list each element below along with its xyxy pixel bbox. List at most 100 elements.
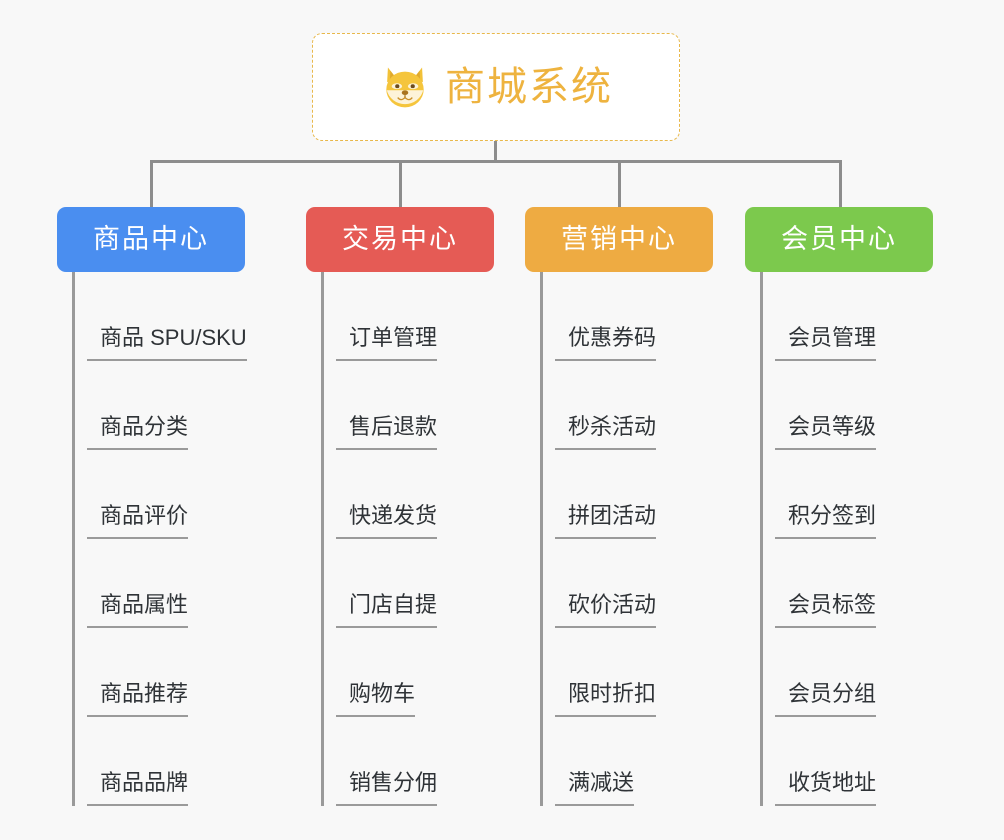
branch-column: 交易中心订单管理售后退款快递发货门店自提购物车销售分佣	[306, 207, 494, 806]
leaf-item[interactable]: 优惠券码	[540, 272, 713, 361]
leaf-item-label: 售后退款	[349, 414, 438, 439]
leaf-item-label: 收货地址	[788, 770, 877, 795]
leaf-item[interactable]: 会员管理	[760, 272, 933, 361]
leaf-list: 订单管理售后退款快递发货门店自提购物车销售分佣	[306, 272, 494, 806]
leaf-item[interactable]: 销售分佣	[321, 717, 494, 806]
leaf-item-label: 满减送	[568, 770, 635, 795]
leaf-item[interactable]: 积分签到	[760, 450, 933, 539]
category-box[interactable]: 商品中心	[57, 207, 245, 272]
leaf-item-label: 销售分佣	[349, 770, 438, 795]
leaf-underline	[336, 448, 437, 450]
leaf-underline	[87, 715, 188, 717]
connector-drop-3	[618, 160, 621, 208]
branch-column: 会员中心会员管理会员等级积分签到会员标签会员分组收货地址	[745, 207, 933, 806]
leaf-item-label: 订单管理	[349, 325, 438, 350]
leaf-underline	[336, 715, 415, 717]
leaf-underline	[555, 626, 656, 628]
root-title: 商城系统	[445, 65, 613, 109]
leaf-underline	[87, 537, 188, 539]
leaf-item-label: 会员管理	[788, 325, 877, 350]
leaf-underline	[775, 537, 876, 539]
connector-drop-2	[399, 160, 402, 208]
leaf-item-label: 商品推荐	[100, 681, 189, 706]
leaf-item[interactable]: 商品 SPU/SKU	[72, 272, 247, 361]
leaf-item[interactable]: 秒杀活动	[540, 361, 713, 450]
leaf-underline	[555, 804, 634, 806]
category-label: 营销中心	[561, 224, 677, 254]
leaf-item-label: 商品分类	[100, 414, 189, 439]
category-box[interactable]: 营销中心	[525, 207, 713, 272]
shiba-dog-face-icon	[379, 61, 431, 113]
leaf-item[interactable]: 商品推荐	[72, 628, 247, 717]
leaf-item-label: 商品 SPU/SKU	[100, 325, 247, 350]
leaf-item-label: 快递发货	[349, 503, 438, 528]
leaf-item[interactable]: 拼团活动	[540, 450, 713, 539]
connector-drop-1	[150, 160, 153, 208]
leaf-item-label: 商品属性	[100, 592, 189, 617]
leaf-item[interactable]: 满减送	[540, 717, 713, 806]
leaf-underline	[87, 359, 247, 361]
leaf-item[interactable]: 会员等级	[760, 361, 933, 450]
category-label: 商品中心	[93, 224, 209, 254]
branch-trunk-line	[760, 272, 763, 806]
leaf-item[interactable]: 快递发货	[321, 450, 494, 539]
branch-column: 商品中心商品 SPU/SKU 商品分类商品评价商品属性商品推荐商品品牌	[57, 207, 247, 806]
leaf-list: 优惠券码秒杀活动拼团活动砍价活动限时折扣满减送	[525, 272, 713, 806]
leaf-item-label: 秒杀活动	[568, 414, 657, 439]
leaf-item[interactable]: 收货地址	[760, 717, 933, 806]
branch-trunk-line	[540, 272, 543, 806]
leaf-item[interactable]: 订单管理	[321, 272, 494, 361]
connector-drop-4	[839, 160, 842, 208]
leaf-underline	[775, 715, 876, 717]
connector-horizontal-bus	[150, 160, 842, 163]
leaf-underline	[336, 804, 437, 806]
leaf-underline	[336, 359, 437, 361]
leaf-item-label: 购物车	[349, 681, 416, 706]
leaf-underline	[775, 359, 876, 361]
leaf-list: 会员管理会员等级积分签到会员标签会员分组收货地址	[745, 272, 933, 806]
leaf-item-label: 门店自提	[349, 592, 438, 617]
leaf-item[interactable]: 购物车	[321, 628, 494, 717]
leaf-list: 商品 SPU/SKU 商品分类商品评价商品属性商品推荐商品品牌	[57, 272, 247, 806]
root-node[interactable]: 商城系统	[312, 33, 680, 141]
leaf-underline	[336, 626, 437, 628]
leaf-item[interactable]: 会员分组	[760, 628, 933, 717]
category-label: 会员中心	[781, 224, 897, 254]
branch-trunk-line	[321, 272, 324, 806]
branch-column: 营销中心优惠券码秒杀活动拼团活动砍价活动限时折扣满减送	[525, 207, 713, 806]
category-box[interactable]: 交易中心	[306, 207, 494, 272]
leaf-item-label: 商品评价	[100, 503, 189, 528]
leaf-item[interactable]: 商品评价	[72, 450, 247, 539]
leaf-item[interactable]: 商品品牌	[72, 717, 247, 806]
leaf-item-label: 会员分组	[788, 681, 877, 706]
connector-root-stem	[494, 141, 497, 163]
leaf-item-label: 砍价活动	[568, 592, 657, 617]
leaf-item-label: 会员等级	[788, 414, 877, 439]
leaf-item-label: 优惠券码	[568, 325, 657, 350]
branch-trunk-line	[72, 272, 75, 806]
leaf-item[interactable]: 限时折扣	[540, 628, 713, 717]
leaf-item[interactable]: 门店自提	[321, 539, 494, 628]
leaf-underline	[555, 359, 656, 361]
leaf-item-label: 商品品牌	[100, 770, 189, 795]
leaf-underline	[87, 448, 188, 450]
leaf-underline	[775, 626, 876, 628]
category-label: 交易中心	[342, 224, 458, 254]
leaf-underline	[775, 804, 876, 806]
leaf-item[interactable]: 售后退款	[321, 361, 494, 450]
leaf-item[interactable]: 会员标签	[760, 539, 933, 628]
leaf-underline	[555, 448, 656, 450]
leaf-item-label: 积分签到	[788, 503, 877, 528]
leaf-underline	[336, 537, 437, 539]
leaf-underline	[555, 715, 656, 717]
leaf-item[interactable]: 商品属性	[72, 539, 247, 628]
leaf-item[interactable]: 商品分类	[72, 361, 247, 450]
category-box[interactable]: 会员中心	[745, 207, 933, 272]
leaf-underline	[87, 804, 188, 806]
leaf-underline	[87, 626, 188, 628]
leaf-underline	[555, 537, 656, 539]
leaf-item[interactable]: 砍价活动	[540, 539, 713, 628]
leaf-item-label: 会员标签	[788, 592, 877, 617]
leaf-item-label: 拼团活动	[568, 503, 657, 528]
